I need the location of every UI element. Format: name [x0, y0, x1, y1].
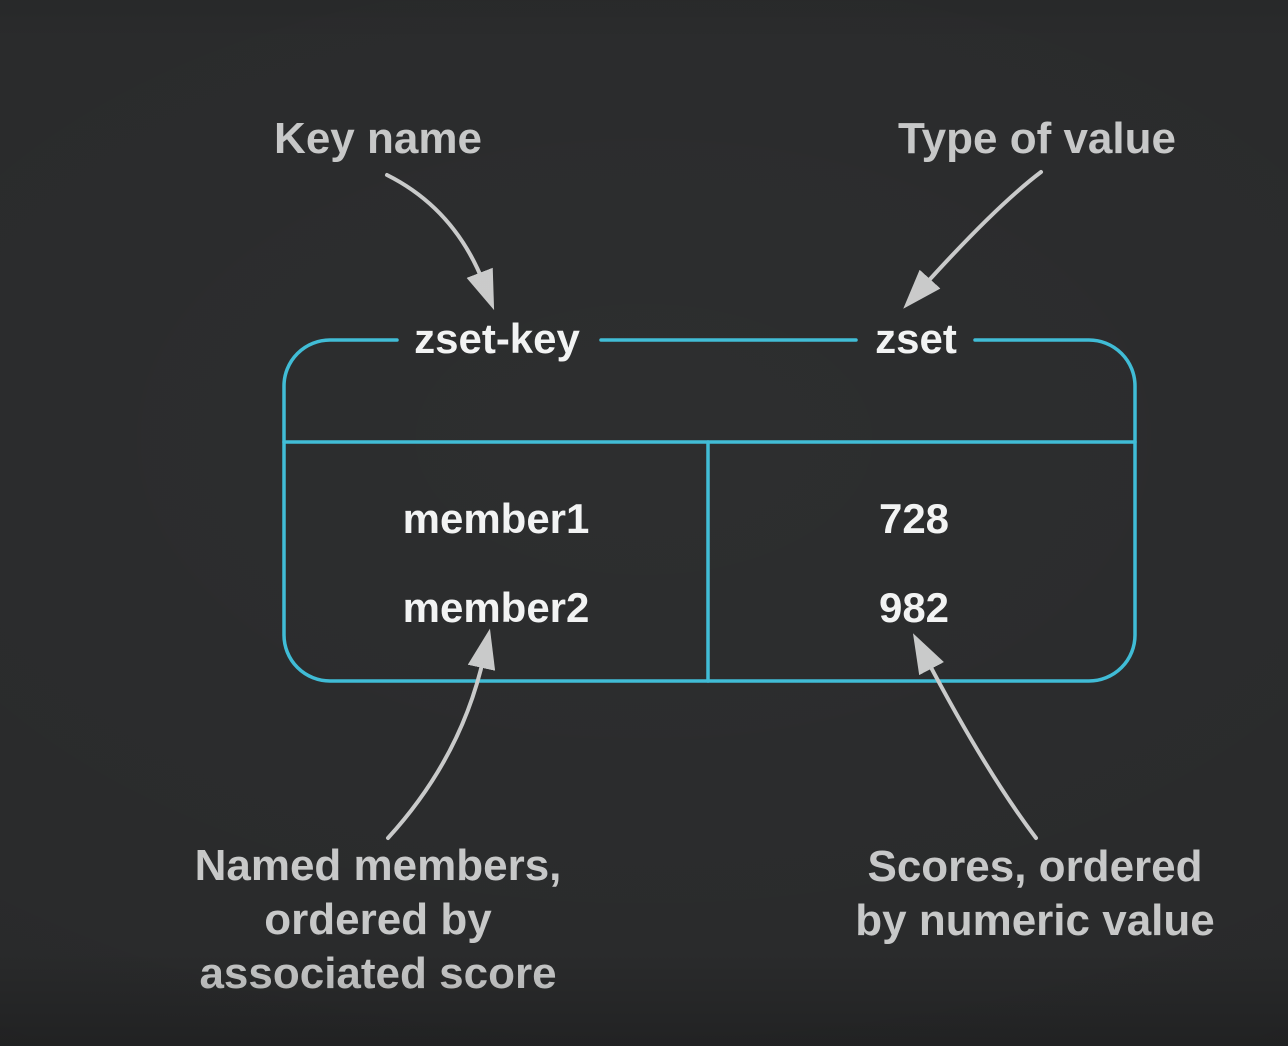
type-of-value-annotation: Type of value [898, 114, 1176, 163]
scores-note-arrow [912, 633, 1038, 840]
members-note-line: ordered by [264, 895, 492, 944]
score-cell: 728 [878, 495, 950, 542]
type-of-value-arrow [903, 170, 1043, 309]
scores-note-line: Scores, ordered [867, 842, 1203, 891]
members-note-arrow [386, 628, 496, 840]
member-cell: member2 [402, 584, 590, 631]
zset-key-label: zset-key [414, 315, 580, 362]
zset-type-label: zset [875, 315, 957, 362]
score-cell: 982 [878, 584, 950, 631]
members-note-line: associated score [199, 949, 557, 998]
scores-note-line: by numeric value [855, 896, 1215, 945]
scores-note-annotation: Scores, ordered by numeric value [855, 840, 1214, 948]
members-note-annotation: Named members, ordered by associated sco… [195, 839, 562, 1001]
member-cell: member1 [402, 495, 590, 542]
key-name-arrow [385, 173, 495, 311]
members-note-line: Named members, [194, 841, 562, 890]
key-name-annotation: Key name [274, 114, 482, 163]
